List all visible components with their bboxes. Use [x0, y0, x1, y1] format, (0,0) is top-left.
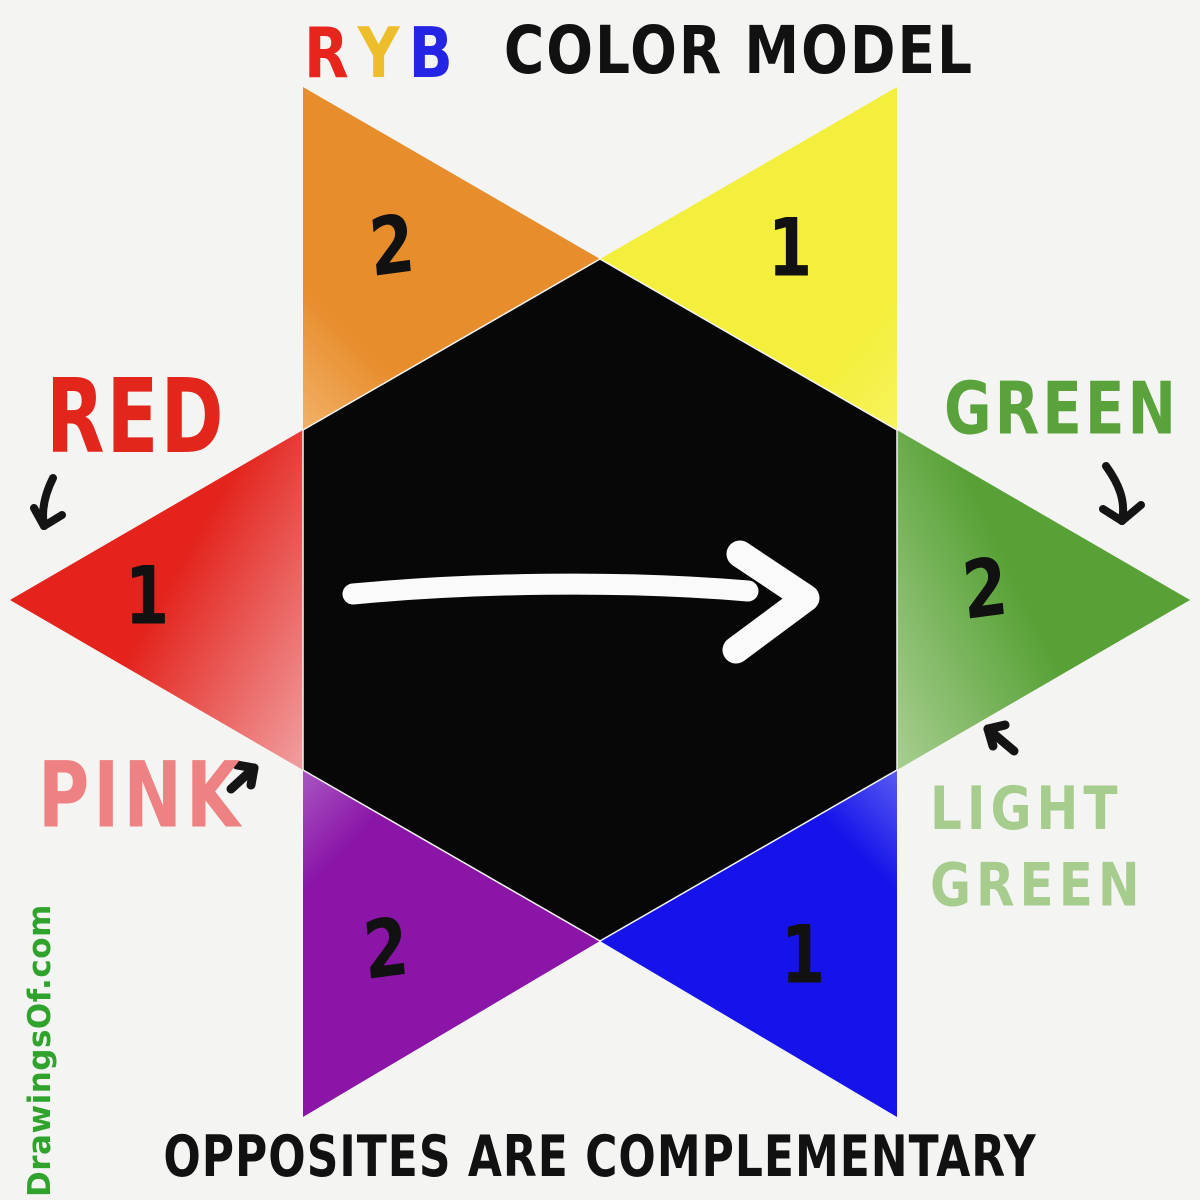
orange-count-label: 2: [365, 198, 419, 296]
triangle-orange: [303, 87, 600, 431]
watermark-link[interactable]: DrawingsOf.com: [22, 904, 58, 1197]
title-letter-b: B: [408, 12, 462, 94]
complementary-arrow-head: [722, 540, 820, 664]
triangle-blue: [600, 770, 897, 1117]
triangle-purple: [303, 770, 600, 1117]
complementary-arrow: [342, 540, 820, 664]
title-letter-y: Y: [357, 12, 409, 94]
triangle-green: [897, 430, 1190, 770]
complementary-arrow-shaft: [342, 573, 759, 605]
blue-count-label: 1: [780, 909, 826, 1003]
red-count-label: 1: [124, 550, 170, 644]
pink-pointer-arrow: [226, 760, 259, 794]
footer-caption: OPPOSITES ARE COMPLEMENTARY: [163, 1124, 1037, 1191]
yellow-count-label: 1: [767, 202, 813, 296]
light-green-label-line2: GREEN: [930, 850, 1145, 920]
triangle-red: [10, 430, 303, 770]
title-letter-r: R: [304, 12, 358, 94]
red-pointer-arrow: [30, 474, 66, 530]
light-green-label-line1: LIGHT: [930, 773, 1123, 844]
green-pointer-arrow: [1099, 462, 1145, 525]
red-label: RED: [46, 356, 226, 477]
green-count-label: 2: [958, 541, 1012, 639]
pink-label: PINK: [38, 742, 245, 849]
triangle-yellow: [600, 87, 897, 431]
light-green-label: LIGHT GREEN: [930, 770, 1145, 924]
center-hexagon: [302, 258, 898, 942]
page-title: R Y B COLOR MODEL: [304, 12, 974, 94]
title-text: COLOR MODEL: [503, 12, 975, 89]
green-label: GREEN: [944, 366, 1180, 451]
purple-count-label: 2: [359, 901, 413, 999]
light-green-pointer-arrow: [983, 720, 1019, 756]
